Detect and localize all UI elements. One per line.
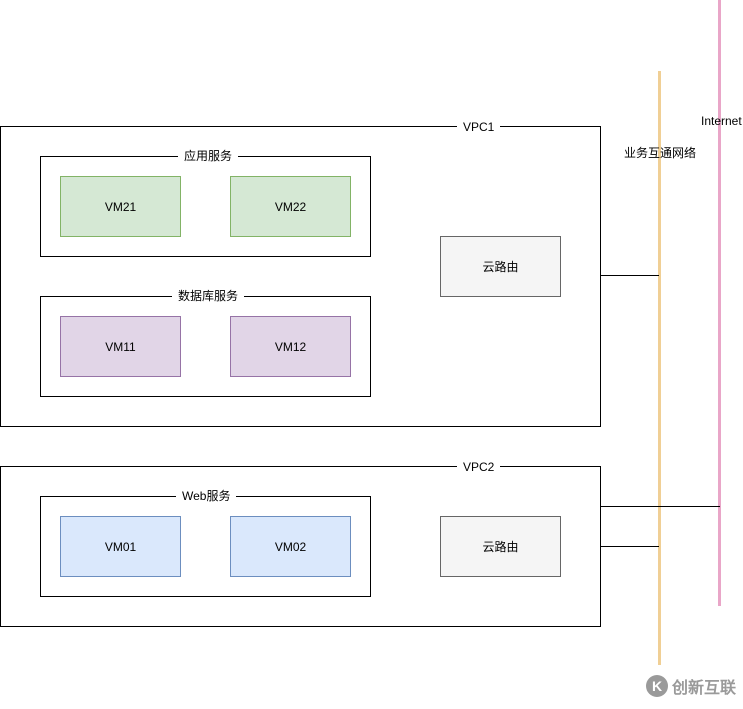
vpc2-internet-link — [601, 506, 720, 507]
brand-mark-icon: K — [646, 675, 668, 697]
vpc1-business-link — [601, 275, 659, 276]
vpc1-label: VPC1 — [457, 120, 501, 134]
vm-node-vm22[interactable]: VM22 — [230, 176, 351, 237]
vpc1-cloud-router[interactable]: 云路由 — [440, 236, 561, 297]
vm-node-vm12[interactable]: VM12 — [230, 316, 351, 377]
vpc2-label: VPC2 — [457, 460, 501, 474]
vm-node-vm01[interactable]: VM01 — [60, 516, 181, 577]
vpc2-cloud-router[interactable]: 云路由 — [440, 516, 561, 577]
vm-node-vm02[interactable]: VM02 — [230, 516, 351, 577]
vm-node-vm21[interactable]: VM21 — [60, 176, 181, 237]
internet-label: Internet — [701, 114, 742, 128]
watermark-logo: K 创新互联 — [646, 674, 736, 698]
internet-line — [718, 0, 721, 606]
vm-node-vm11[interactable]: VM11 — [60, 316, 181, 377]
watermark-text: 创新互联 — [672, 680, 737, 697]
business-network-line — [658, 71, 661, 665]
business-network-label: 业务互通网络 — [624, 146, 697, 160]
app-service-label: 应用服务 — [178, 149, 239, 163]
vpc2-business-link — [601, 546, 659, 547]
db-service-label: 数据库服务 — [172, 289, 245, 303]
web-service-label: Web服务 — [176, 489, 237, 503]
